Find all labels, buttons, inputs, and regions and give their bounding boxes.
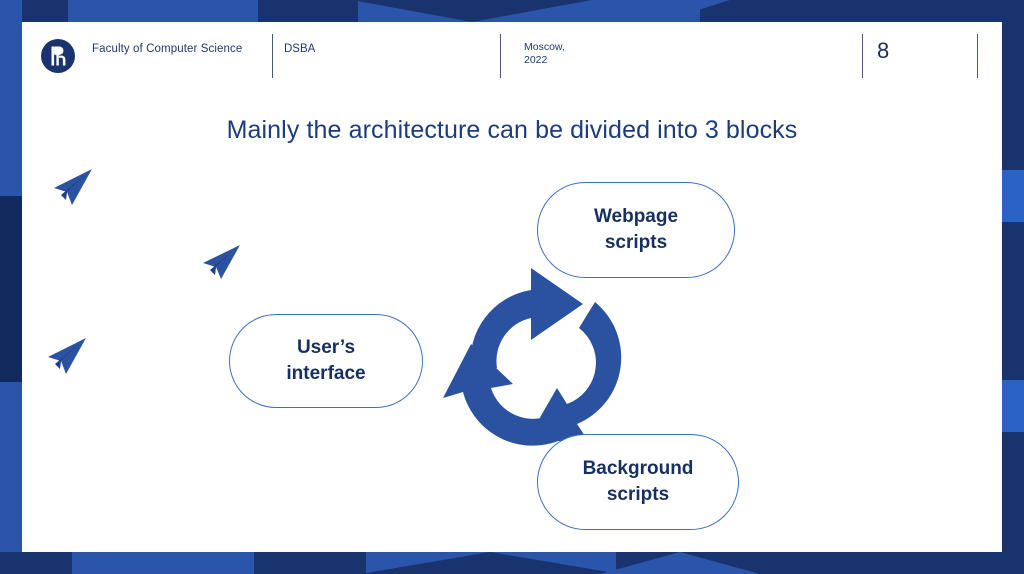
page-number: 8 [877, 38, 890, 63]
border-chevron-top-2 [590, 0, 730, 22]
border-band-right-5 [1002, 432, 1024, 574]
border-band-top-2 [68, 0, 258, 22]
border-band-right-2 [1002, 170, 1024, 222]
border-band-right-3 [1002, 222, 1024, 380]
header-divider-2 [500, 34, 501, 78]
border-chevron-top-1 [352, 0, 592, 22]
border-band-left-1 [0, 0, 22, 196]
hse-logo-icon [40, 38, 76, 74]
diagram-node-background-scripts[interactable]: Background scripts [537, 434, 739, 530]
border-band-right-1 [1002, 0, 1024, 170]
architecture-diagram: Webpage scripts User’s interface Backgro… [22, 162, 1002, 552]
header-divider-3 [862, 34, 863, 78]
paper-plane-right-icon [203, 245, 240, 279]
border-band-left-2 [0, 196, 22, 382]
place-date-label: Moscow, 2022 [524, 41, 565, 66]
slide-canvas: Faculty of Computer Science DSBA Moscow,… [22, 22, 1002, 552]
header-divider-4 [977, 34, 978, 78]
border-band-bottom-1 [0, 552, 72, 574]
border-chevron-bottom-2 [600, 552, 760, 574]
border-band-bottom-2 [72, 552, 254, 574]
border-band-left-3 [0, 382, 22, 574]
diagram-node-webpage-scripts[interactable]: Webpage scripts [537, 182, 735, 278]
border-band-top-6 [700, 0, 1024, 22]
header-divider-1 [272, 34, 273, 78]
border-chevron-bottom-1 [360, 552, 620, 574]
slide-header: Faculty of Computer Science DSBA Moscow,… [22, 22, 1002, 94]
faculty-label: Faculty of Computer Science [92, 43, 243, 55]
program-label: DSBA [284, 43, 316, 55]
diagram-node-users-interface[interactable]: User’s interface [229, 314, 423, 408]
border-band-bottom-3 [254, 552, 366, 574]
border-band-right-4 [1002, 380, 1024, 432]
page-title: Mainly the architecture can be divided i… [226, 116, 798, 144]
paper-plane-top-left-icon [54, 169, 92, 205]
border-band-top-3 [258, 0, 358, 22]
paper-plane-bottom-left-icon [48, 338, 86, 374]
cycle-arrows-icon [443, 268, 622, 446]
